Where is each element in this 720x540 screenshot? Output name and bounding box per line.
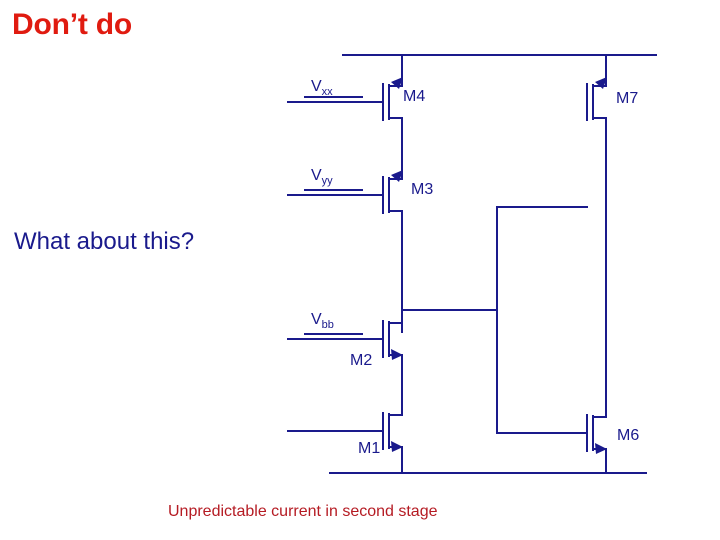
transistor-label-m6: M6 — [617, 427, 640, 444]
m4-arrow — [391, 77, 403, 89]
m3-arrow — [391, 170, 403, 182]
vxx-subscript: xx — [321, 86, 333, 99]
vxx-base: V — [311, 78, 322, 95]
question-text: What about this? — [14, 228, 195, 255]
vyy-subscript: yy — [321, 175, 333, 188]
m6-arrow — [595, 443, 607, 454]
transistor-label-m4: M4 — [403, 88, 426, 105]
gate-input-label-vxx: Vxx — [311, 78, 333, 98]
m7-arrow — [595, 77, 607, 89]
transistor-label-m2: M2 — [350, 352, 373, 369]
vbb-base: V — [311, 311, 322, 328]
transistor-label-m3: M3 — [411, 181, 434, 198]
m2-arrow — [391, 349, 403, 360]
transistor-label-m1: M1 — [358, 440, 381, 457]
gate-input-label-vbb: Vbb — [311, 311, 334, 331]
caption-text: Unpredictable current in second stage — [168, 503, 438, 520]
gate-input-label-vyy: Vyy — [311, 167, 333, 187]
m1-arrow — [391, 441, 403, 452]
transistor-label-m7: M7 — [616, 90, 639, 107]
page-title: Don’t do — [12, 8, 133, 41]
vyy-base: V — [311, 167, 322, 184]
vbb-subscript: bb — [321, 319, 334, 332]
